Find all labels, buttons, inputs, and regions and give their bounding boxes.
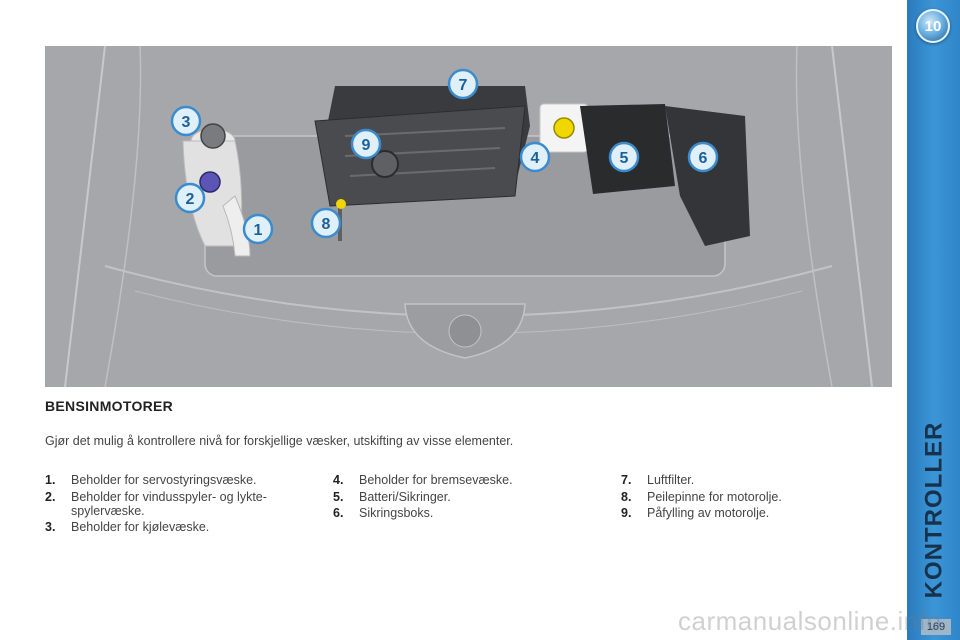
legend-item: 1. Beholder for servostyringsvæske. — [45, 473, 305, 487]
legend-item: 5. Batteri/Sikringer. — [333, 490, 593, 504]
callout-5-label: 5 — [620, 150, 629, 167]
legend-text: Luftfilter. — [647, 473, 695, 487]
watermark: carmanualsonline.info — [678, 606, 942, 636]
legend-item: 6. Sikringsboks. — [333, 506, 593, 520]
chapter-sidebar — [907, 0, 960, 640]
washer-cap — [199, 171, 221, 193]
legend-text: Beholder for vindusspyler- og lykte-spyl… — [71, 489, 267, 518]
page-number: 169 — [921, 619, 951, 635]
legend-item: 2. Beholder for vindusspyler- og lykte-sp… — [45, 490, 305, 518]
legend-item: 3. Beholder for kjølevæske. — [45, 520, 305, 534]
legend-number: 2. — [45, 489, 56, 504]
section-title: BENSINMOTORER — [45, 398, 174, 414]
callout-6-label: 6 — [699, 150, 708, 167]
chapter-title-text: KONTROLLER — [920, 421, 947, 599]
legend-item: 8. Peilepinne for motorolje. — [621, 490, 881, 504]
callout-6: 6 — [687, 141, 719, 173]
oil-filler-cap — [371, 150, 399, 178]
legend-column-2: 4. Beholder for bremsevæske. 5. Batteri/Si… — [333, 473, 593, 523]
callout-5: 5 — [608, 141, 640, 173]
legend-column-1: 1. Beholder for servostyringsvæske. 2. Beh… — [45, 473, 305, 537]
legend-number: 1. — [45, 473, 56, 487]
callout-7: 7 — [447, 68, 479, 100]
section-intro: Gjør det mulig å kontrollere nivå for fo… — [45, 434, 514, 448]
callout-8: 8 — [310, 207, 342, 239]
legend-number: 3. — [45, 520, 56, 534]
legend-number: 6. — [333, 506, 344, 520]
callout-2-label: 2 — [186, 191, 195, 208]
legend-text: Peilepinne for motorolje. — [647, 489, 782, 504]
legend-number: 5. — [333, 489, 344, 504]
legend-text: Beholder for servostyringsvæske. — [71, 473, 257, 487]
legend-text: Påfylling av motorolje. — [647, 506, 770, 520]
callout-4: 4 — [519, 141, 551, 173]
legend-text: Beholder for bremsevæske. — [359, 473, 513, 487]
legend-number: 7. — [621, 473, 632, 487]
legend-text: Batteri/Sikringer. — [359, 489, 451, 504]
callout-8-label: 8 — [322, 216, 331, 233]
callout-9-label: 9 — [362, 137, 371, 154]
callout-3-label: 3 — [182, 114, 191, 131]
chapter-title: KONTROLLER — [912, 420, 956, 600]
callout-1: 1 — [242, 213, 274, 245]
legend-column-3: 7. Luftfilter. 8. Peilepinne for motorolje… — [621, 473, 881, 523]
legend-text: Beholder for kjølevæske. — [71, 520, 210, 534]
fuse-box — [665, 106, 750, 246]
callout-3: 3 — [170, 105, 202, 137]
callout-7-label: 7 — [459, 77, 468, 94]
chapter-number-badge: 10 — [916, 9, 950, 43]
legend-item: 7. Luftfilter. — [621, 473, 881, 487]
legend-text: Sikringsboks. — [359, 506, 434, 520]
chapter-number: 10 — [924, 17, 942, 35]
dipstick-handle — [336, 199, 346, 209]
legend-number: 8. — [621, 489, 632, 504]
callout-9: 9 — [350, 128, 382, 160]
legend-number: 9. — [621, 506, 632, 520]
callout-4-label: 4 — [531, 150, 540, 167]
callout-1-label: 1 — [254, 222, 263, 239]
legend-number: 4. — [333, 473, 344, 487]
callout-2: 2 — [174, 182, 206, 214]
engine-bay-drawing: 1 2 3 4 5 6 7 8 9 — [64, 46, 873, 387]
legend-item: 4. Beholder for bremsevæske. — [333, 473, 593, 487]
legend-item: 9. Påfylling av motorolje. — [621, 506, 881, 520]
engine-illustration: 1 2 3 4 5 6 7 8 9 — [45, 46, 892, 387]
